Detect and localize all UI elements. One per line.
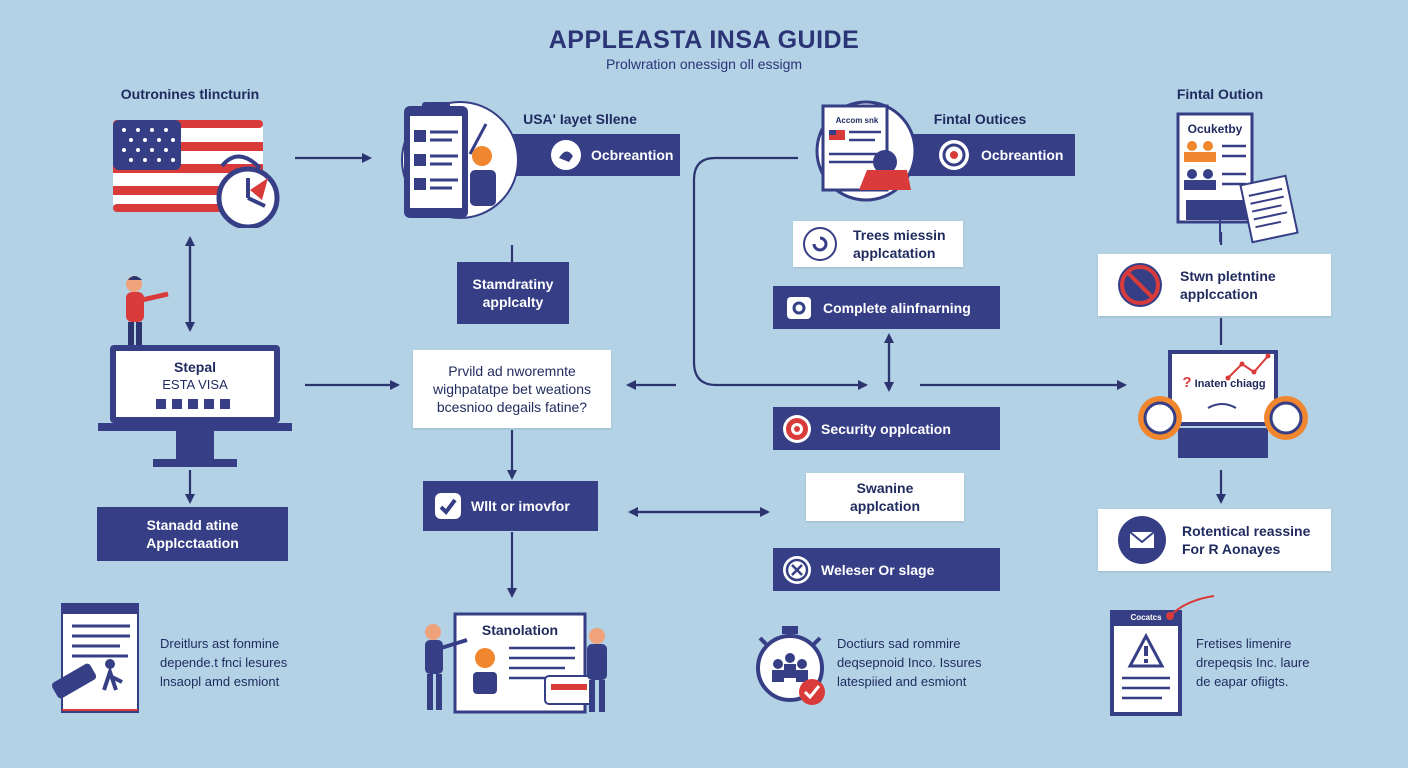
description-left-line2: depende.t fnci lesures [160,655,288,670]
document-icon [51,603,139,713]
complete-label: Complete alinfnarning [823,299,971,316]
provide-information-node: Prvild ad nworemnte wighpatatpe bet weat… [413,350,611,428]
trees-mission-line1: Trees miessin [853,227,946,243]
us-flag-icon [113,120,280,228]
video-interview-illustration: ? Inaten chiagg [1138,348,1308,460]
passport-icon [815,100,917,202]
passport-text: Accom snk [835,116,879,125]
stopwatch-group-illustration [752,622,834,710]
warning-document-icon [1110,595,1215,716]
security-application-label: Security opplcation [821,420,951,437]
stopwatch-icon [756,626,825,705]
spiral-icon [803,227,837,261]
description-middle-line1: Doctiurs sad rommire [837,636,961,651]
trees-mission-node: Trees miessin applcatation [793,221,963,267]
swanine-line1: Swanine [856,480,914,496]
interview-icon [425,612,607,714]
passport-illustration: Accom snk [815,100,917,202]
us-flag-clock-illustration [110,118,290,228]
security-application-node: Security opplcation [773,407,1000,450]
description-left-line3: lnsaopl amd esmiont [160,674,280,689]
potential-line1: Rotentical reassine [1182,523,1311,539]
standard-application-line1: Stanadd atine [146,517,239,533]
standard-application-line2: Applcctaation [146,535,239,551]
documents-illustration: Ocuketby [1172,108,1302,244]
stwn-line2: applccation [1180,286,1258,302]
monitor-foot [153,459,237,467]
interview-illustration: Stanolation [415,600,620,716]
camera-icon [787,296,811,319]
provide-line3: bcesnioo degails fatine? [436,399,588,415]
person-icon [126,276,169,358]
laptop-subtitle: ESTA VISA [162,377,228,392]
documents-icon [1176,112,1299,244]
obreantion-1-label: Ocbreantion [591,147,674,163]
column-label-2: USA' Iayet Sllene [523,111,637,127]
laptop-title: Stepal [173,359,216,375]
fingerprint-icon [551,140,581,170]
target-icon [939,140,969,170]
obreantion-node-2: Ocbreantion [905,134,1075,176]
monitor-screen: Stepal ESTA VISA [116,351,274,417]
description-right-line3: de eapar ofiigts. [1196,674,1289,689]
screen-placeholder-lines [156,399,236,409]
warning-document-header: Cocatcs [1130,613,1162,622]
check-icon [435,493,461,519]
prohibited-icon [1118,263,1162,307]
page-title: APPLEASTA INSA GUIDE [548,26,860,54]
mobile-form-icon [401,101,519,219]
phone-form-illustration [400,100,520,220]
monitor-text: ? Inaten chiagg [1182,374,1266,391]
wait-label: Wllt or imovfor [471,498,570,514]
welese-label: Weleser Or slage [821,561,935,578]
description-middle-line2: deqsepnoid Inco. Issures [837,655,982,670]
monitor-text-label: Inaten chiagg [1194,378,1266,390]
page-subtitle: Prolwration onessign oll essigm [605,56,803,72]
video-call-icon [1138,350,1308,458]
description-middle: Doctiurs sad rommire deqsepnoid Inco. Is… [837,634,1037,691]
description-right-line2: drepeqsis Inc. laure [1196,655,1310,670]
trees-mission-line2: applcatation [853,245,936,261]
monitor-frame: Stepal ESTA VISA [110,345,280,423]
stwn-node: Stwn pletntine applccation [1098,254,1331,316]
stwn-line1: Stwn pletntine [1180,268,1276,284]
column-label-4: Fintal Oution [1176,86,1264,102]
complete-node: Complete alinfnarning [773,286,1000,329]
provide-line1: Prvild ad nworemnte [448,363,576,379]
laptop-esta-visa: Stepal ESTA VISA [98,345,292,470]
standrating-node: Stamdratiny applcalty [457,262,569,324]
description-right: Fretises limenire drepeqsis Inc. laure d… [1196,634,1386,691]
potential-line2: For R Aonayes [1182,541,1281,557]
description-left-line1: Dreitlurs ast fonmine [160,636,280,651]
description-middle-line3: latespiied and esmiont [837,674,967,689]
welese-node: Weleser Or slage [773,548,1000,591]
description-right-line1: Fretises limenire [1196,636,1292,651]
potential-node: Rotentical reassine For R Aonayes [1098,509,1331,571]
obreantion-2-label: Ocbreantion [981,147,1064,163]
documents-header: Ocuketby [1187,122,1243,136]
monitor-stand [176,431,214,459]
wait-node: Wllt or imovfor [423,481,598,531]
column-label-3: Fintal Outices [933,111,1027,127]
standard-application-node: Stanadd atine Applcctaation [97,507,288,561]
obreantion-node-1: Ocbreantion [505,134,680,176]
standlation-label: Stanolation [481,622,559,638]
provide-line2: wighpatatpe bet weations [433,381,591,397]
description-left: Dreitlurs ast fonmine depende.t fnci les… [160,634,350,691]
person-pointing-illustration [118,272,178,362]
standrating-line1: Stamdratiny [472,276,554,292]
swanine-line2: applcation [849,498,920,514]
envelope-icon [1118,516,1166,564]
laptop-base [98,423,292,431]
column-label-1: Outronines tlincturin [120,86,260,102]
standrating-line2: applcalty [482,294,544,310]
document-hand-illustration [50,602,142,714]
security-target-icon [783,414,811,443]
swanine-application-node: Swanine applcation [806,473,964,521]
warning-document-illustration: Cocatcs [1110,594,1220,718]
close-icon [783,555,811,584]
